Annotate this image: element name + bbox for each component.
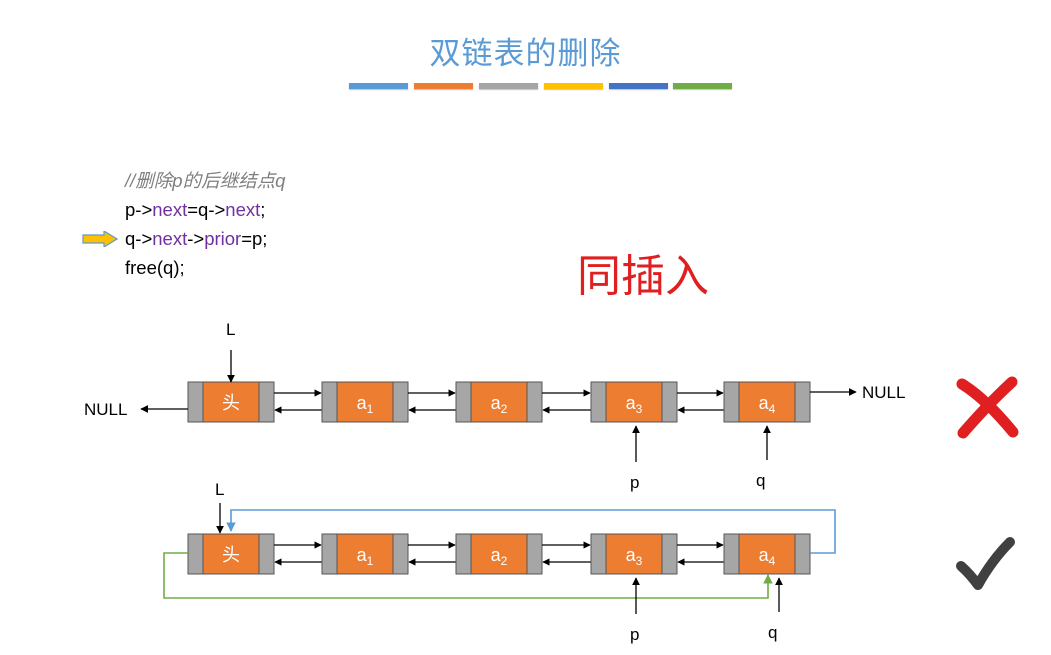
- node-label: 头: [222, 545, 240, 565]
- next-field: [392, 533, 409, 575]
- next-field: [794, 533, 811, 575]
- prior-field: [455, 533, 472, 575]
- data-field: [336, 381, 394, 423]
- color-bar: [673, 83, 732, 89]
- node-label: a2: [491, 393, 508, 416]
- node-label: a1: [357, 393, 374, 416]
- next-field: [258, 381, 275, 423]
- color-bar-strip: [349, 83, 732, 89]
- prior-field: [321, 533, 338, 575]
- data-field: [202, 381, 260, 423]
- node-label: a3: [626, 545, 643, 568]
- head-pointer-label: L: [215, 480, 224, 499]
- list-node: a2: [455, 381, 543, 423]
- code-token: q->: [125, 228, 153, 249]
- list-node: a2: [455, 533, 543, 575]
- data-field: [470, 533, 528, 575]
- q-pointer-label: q: [756, 471, 765, 490]
- prior-field: [723, 381, 740, 423]
- color-bar: [349, 83, 408, 89]
- list-node: a3: [590, 381, 678, 423]
- color-bar: [544, 83, 603, 89]
- next-field: [661, 533, 678, 575]
- list-node: a1: [321, 381, 409, 423]
- code-token: =q->: [187, 199, 226, 220]
- check-mark-icon: [956, 537, 1015, 590]
- prior-field: [723, 533, 740, 575]
- linked-list-row-after: 头 a1 a2 a3 a4: [187, 533, 811, 575]
- q-pointer-label: q: [768, 623, 777, 642]
- left-null-label: NULL: [84, 400, 127, 419]
- data-field: [470, 381, 528, 423]
- list-node: 头: [187, 381, 275, 423]
- code-block: //删除p的后继结点q p->next=q->next; q->next->pr…: [125, 166, 285, 282]
- data-field: [336, 533, 394, 575]
- list-node: 头: [187, 533, 275, 575]
- head-pointer-label: L: [226, 320, 235, 339]
- code-line-3: free(q);: [125, 257, 185, 278]
- code-keyword: next: [152, 199, 188, 220]
- color-bar: [414, 83, 473, 89]
- wrong-cross-icon: [956, 376, 1019, 439]
- data-field: [605, 533, 663, 575]
- prior-field: [187, 533, 204, 575]
- code-keyword: next: [225, 199, 261, 220]
- code-comment: //删除p的后继结点q: [125, 170, 286, 191]
- p-pointer-label: p: [630, 625, 639, 644]
- code-token: p->: [125, 199, 153, 220]
- code-keyword: next: [152, 228, 188, 249]
- node-label: a4: [759, 545, 776, 568]
- next-field: [392, 381, 409, 423]
- code-token: ;: [260, 199, 266, 220]
- data-field: [202, 533, 260, 575]
- next-field: [258, 533, 275, 575]
- p-pointer-label: p: [630, 473, 639, 492]
- next-field: [794, 381, 811, 423]
- data-field: [738, 533, 796, 575]
- prior-field: [455, 381, 472, 423]
- color-bar: [479, 83, 538, 89]
- node-label: a4: [759, 393, 776, 416]
- next-field: [661, 381, 678, 423]
- prior-field: [321, 381, 338, 423]
- color-bar: [609, 83, 668, 89]
- list-node: a3: [590, 533, 678, 575]
- data-field: [605, 381, 663, 423]
- prior-field: [590, 381, 607, 423]
- code-keyword: prior: [204, 228, 242, 249]
- node-label: a2: [491, 545, 508, 568]
- prior-field: [590, 533, 607, 575]
- next-field: [526, 533, 543, 575]
- list-node: a4: [723, 533, 811, 575]
- node-label: a1: [357, 545, 374, 568]
- next-field: [526, 381, 543, 423]
- next-link-to-head: [226, 509, 836, 554]
- node-label: 头: [222, 393, 240, 413]
- code-token: ->: [187, 228, 205, 249]
- prior-link-from-head: [163, 552, 773, 599]
- prior-field: [187, 381, 204, 423]
- code-token: =p;: [241, 228, 268, 249]
- code-line-1: p->next=q->next;: [125, 195, 285, 224]
- list-node: a1: [321, 533, 409, 575]
- linked-list-row-before: 头 a1 a2 a3 a4: [187, 381, 811, 423]
- right-null-label: NULL: [862, 383, 905, 402]
- list-node: a4: [723, 381, 811, 423]
- same-as-insert-label: 同插入: [577, 251, 709, 302]
- current-line-arrow-icon: [82, 231, 118, 247]
- code-line-2: q->next->prior=p;: [125, 224, 285, 253]
- node-label: a3: [626, 393, 643, 416]
- page-title: 双链表的删除: [429, 36, 622, 72]
